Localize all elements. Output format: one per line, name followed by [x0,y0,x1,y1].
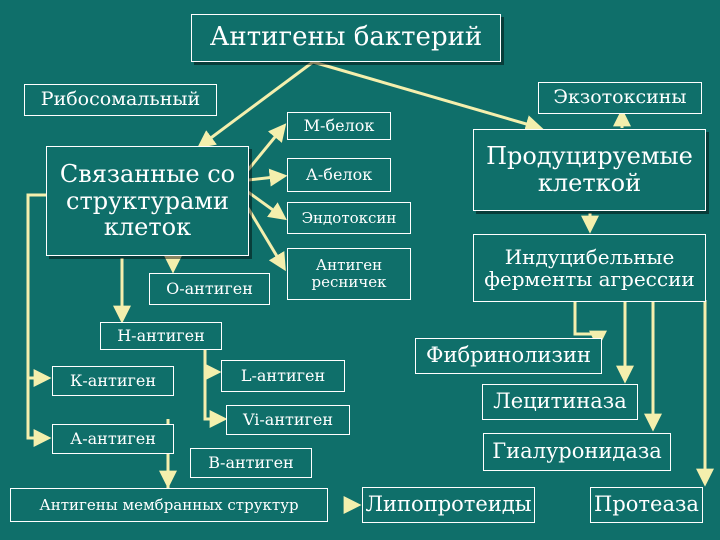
node-lecithinase: Лецитиназа [482,384,638,420]
node-l-antigen: L-антиген [221,360,345,392]
node-k-antigen: К-антиген [52,366,174,396]
node-fibrinolysin: Фибринолизин [415,338,602,374]
connector-to-l-antigen [203,348,222,381]
node-cilia-antigen: Антиген ресничек [287,248,411,300]
connector-bound-to-endotoxin [247,190,287,221]
node-m-protein: М-белок [287,112,391,140]
connector-bound-to-a-protein [247,168,288,187]
connector-bound-to-cilia [246,207,286,272]
node-inducible-enzymes: Индуцибельные ферменты агрессии [473,234,706,302]
node-b-antigen: В-антиген [190,448,312,478]
node-endotoxin: Эндотоксин [287,202,411,234]
node-lipoproteids: Липопротеиды [362,487,535,523]
node-membrane-antigens: Антигены мембранных структур [10,488,328,522]
node-ribosomal: Рибосомальный [24,84,217,116]
connector-bound-to-k-antigen [26,193,52,387]
node-title: Антигены бактерий [191,14,501,62]
node-o-antigen: О-антиген [149,273,270,305]
node-exotoxins: Экзотоксины [538,82,702,114]
node-a-antigen: А-антиген [52,424,174,454]
node-protease: Протеаза [590,487,703,523]
node-h-antigen: Н-антиген [100,322,222,350]
node-bound-to-structures: Связанные со структурами клеток [46,146,249,256]
node-hyaluronidase: Гиалуронидаза [483,433,671,471]
connector-bound-to-m-protein [246,123,287,171]
connector-bound-to-a-antigen [26,378,52,447]
node-produced-by-cell: Продуцируемые клеткой [473,129,706,211]
node-vi-antigen: Vi-антиген [226,405,350,435]
node-a-protein: А-белок [287,158,391,192]
